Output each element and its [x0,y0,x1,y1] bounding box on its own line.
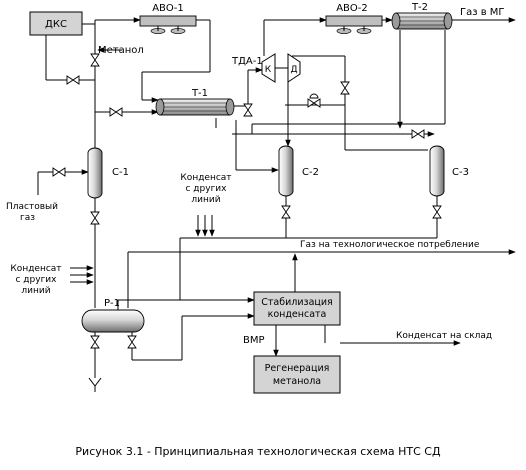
dks-label: ДКС [45,19,67,30]
pipelines [37,17,516,378]
condensate-other-lines-left-line1: Конденсат [10,264,61,274]
stabilization-label-line2: конденсата [268,309,327,320]
condensate-to-storage-label: Конденсат на склад [396,331,492,341]
t-2-heat-exchanger: Т-2 [391,2,453,30]
methanol-regeneration-unit: Регенерация метанола [253,355,341,394]
condensate-other-lines-top-line1: Конденсат [180,173,231,183]
valve [243,103,253,117]
tda-1-turboexpander: К Д ТДА-1 [231,53,301,83]
c-3-label: С-3 [452,167,469,178]
valve [432,205,442,219]
condensate-stabilization-unit: Стабилизация конденсата [253,291,341,326]
methanol-label: Метанол [98,45,144,56]
t-1-heat-exchanger: Т-1 [155,88,235,116]
stabilization-label-line1: Стабилизация [261,297,333,308]
c-1-label: С-1 [112,167,129,178]
condensate-other-lines-left-line2: с других [16,275,58,285]
expander-d-label: Д [290,65,297,75]
r-1-label: Р-1 [104,298,120,309]
valve [127,335,137,349]
avo-1-air-cooler: АВО-1 [139,3,197,34]
t-1-label: Т-1 [191,88,208,99]
valve [281,205,291,219]
r-1-separator: Р-1 [81,298,145,333]
formation-gas-label-line1: Пластовый [6,202,58,212]
valve [411,129,425,139]
c-2-separator: С-2 [278,145,319,197]
gas-to-mg-label: Газ в МГ [460,7,505,18]
dks-compressor-station: ДКС [29,11,83,36]
gas-technological-use-label: Газ на технологическое потребление [300,240,480,250]
valves [52,53,442,349]
regeneration-label-line2: метанола [273,376,321,387]
formation-gas-label-line2: газ [20,213,35,223]
valve [90,211,100,225]
compressor-k-label: К [265,65,272,75]
tda-1-label: ТДА-1 [231,56,263,67]
c-2-label: С-2 [302,167,319,178]
valve [66,75,80,85]
valve [340,81,350,95]
c-1-separator: С-1 [87,147,129,199]
regeneration-label-line1: Регенерация [265,363,330,374]
avo-2-label: АВО-2 [336,3,368,14]
valve [52,167,66,177]
valve [90,335,100,349]
control-valve [307,93,321,108]
drain-symbol [88,377,102,392]
t-2-label: Т-2 [411,2,428,13]
avo-2-air-cooler: АВО-2 [325,3,383,34]
avo-1-label: АВО-1 [152,3,184,14]
condensate-other-lines-top-line2: с других [186,184,228,194]
vmr-label: ВМР [243,335,265,346]
figure-caption: Рисунок 3.1 - Принципиальная технологиче… [75,445,441,458]
condensate-other-lines-left-line3: линий [21,286,50,296]
c-3-separator: С-3 [429,145,469,197]
condensate-other-lines-top-line3: линий [191,195,220,205]
valve [109,107,123,117]
